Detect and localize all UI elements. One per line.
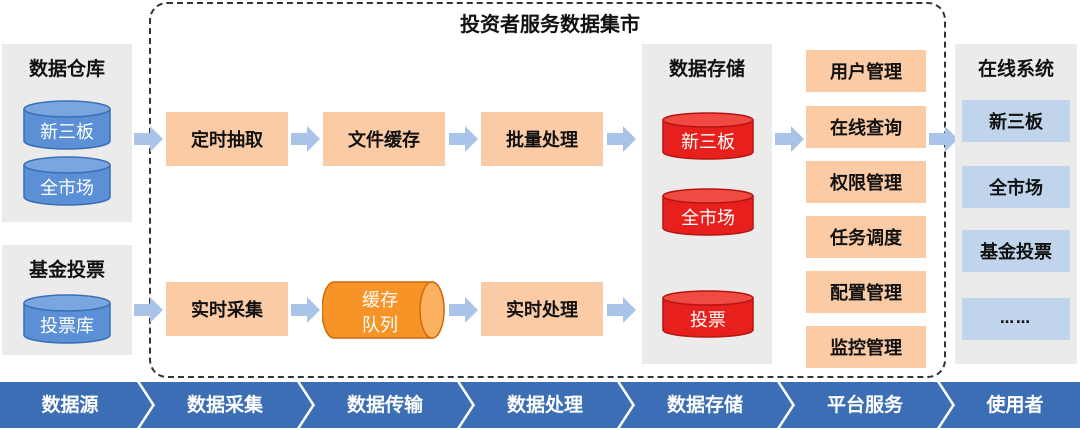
process-box-batch-processing: 批量处理 (481, 112, 603, 166)
flow-chevron (940, 382, 1080, 428)
cache-queue-label-line1: 缓存 (362, 290, 398, 311)
storage-db-cylinder: 新三板 (662, 112, 754, 160)
storage-db-label: 全市场 (681, 208, 735, 229)
flow-step-process: 数据处理 (506, 394, 583, 416)
flow-chevron (460, 382, 632, 428)
process-box-realtime-processing: 实时处理 (481, 282, 603, 336)
source-panel-voting-title: 基金投票 (28, 259, 105, 281)
storage-db-cylinder: 投票 (662, 290, 754, 338)
service-user-management: 用户管理 (806, 50, 926, 92)
storage-panel-title: 数据存储 (668, 58, 745, 80)
service-config-management: 配置管理 (806, 271, 926, 313)
source-panel-warehouse-title: 数据仓库 (28, 58, 105, 80)
arrow-right-icon (291, 126, 320, 152)
arrow-right-icon (607, 126, 636, 152)
process-box-scheduled-extract: 定时抽取 (166, 112, 288, 166)
flow-step-source: 数据源 (41, 394, 99, 416)
service-monitoring-management: 监控管理 (806, 326, 926, 368)
online-system-item: 基金投票 (962, 230, 1070, 272)
arrow-right-icon (929, 126, 958, 152)
arrow-right-icon (449, 297, 478, 323)
db-cylinder: 投票库 (23, 294, 111, 344)
process-box-file-cache: 文件缓存 (323, 112, 445, 166)
service-permission-management: 权限管理 (806, 161, 926, 203)
arrow-right-icon (449, 126, 478, 152)
flow-chevron (0, 382, 152, 428)
service-online-query: 在线查询 (806, 106, 926, 148)
flow-step-platform: 平台服务 (826, 394, 903, 416)
online-system-item: 全市场 (962, 166, 1070, 208)
cache-queue-cylinder: 缓存 队列 (322, 281, 446, 339)
data-mart-boundary (149, 2, 946, 378)
db-label: 投票库 (40, 316, 94, 337)
db-cylinder: 全市场 (23, 156, 111, 206)
arrow-right-icon (607, 297, 636, 323)
online-system-item: …… (962, 298, 1070, 340)
flow-chevron (780, 382, 952, 428)
flow-chevron (300, 382, 472, 428)
db-cylinder: 新三板 (23, 100, 111, 150)
flow-step-transfer: 数据传输 (346, 394, 423, 416)
online-systems-title: 在线系统 (977, 58, 1054, 80)
flow-step-store: 数据存储 (666, 394, 743, 416)
storage-db-label: 新三板 (681, 132, 735, 153)
storage-db-label: 投票 (690, 310, 726, 331)
cache-queue-label-line2: 队列 (362, 315, 398, 336)
arrow-right-icon (775, 126, 804, 152)
storage-db-cylinder: 全市场 (662, 188, 754, 236)
db-label: 全市场 (40, 178, 94, 199)
flow-chevron (140, 382, 312, 428)
service-task-scheduling: 任务调度 (806, 216, 926, 258)
arrow-right-icon (134, 126, 163, 152)
flow-chevron (620, 382, 792, 428)
data-mart-title: 投资者服务数据集市 (460, 12, 640, 36)
arrow-right-icon (291, 297, 320, 323)
arrow-right-icon (134, 297, 163, 323)
online-system-item: 新三板 (962, 100, 1070, 142)
flow-bar (0, 382, 1080, 428)
db-label: 新三板 (40, 122, 94, 143)
flow-step-collect: 数据采集 (186, 394, 263, 416)
flow-step-user: 使用者 (986, 394, 1044, 416)
process-box-realtime-collect: 实时采集 (166, 282, 288, 336)
